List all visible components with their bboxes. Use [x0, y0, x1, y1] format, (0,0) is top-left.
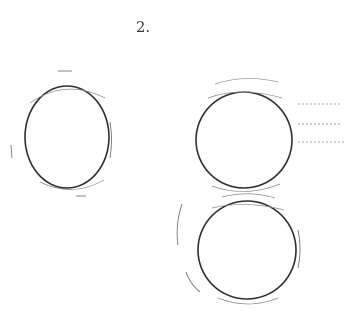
lower-right-circle — [198, 201, 296, 299]
left-circle-left-tick — [11, 145, 12, 158]
lower-right-circle-left-arc — [177, 204, 182, 245]
left-circle-upper-halo — [30, 89, 105, 103]
left-circle — [25, 86, 109, 188]
lower-right-circle-group — [177, 194, 300, 304]
left-circle-group — [11, 71, 112, 196]
lower-right-circle-lower-left-arc — [186, 272, 200, 292]
lower-right-circle-right-arc — [298, 230, 300, 268]
lower-right-circle-top-halo — [222, 194, 275, 198]
left-circle-right-arc — [110, 122, 112, 158]
upper-right-circle-inner-halo — [208, 92, 282, 98]
upper-right-circle — [196, 92, 292, 188]
upper-right-circle-top-halo — [215, 78, 278, 84]
upper-right-circle-group — [196, 78, 345, 191]
